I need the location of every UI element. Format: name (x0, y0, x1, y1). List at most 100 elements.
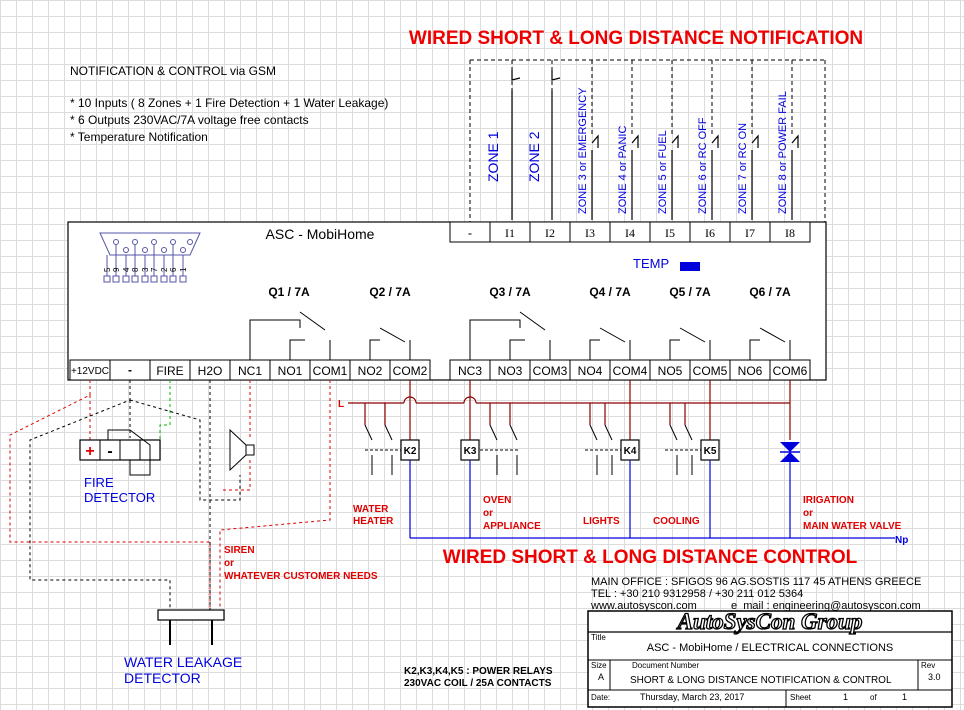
relay-label: Q1 / 7A (268, 285, 310, 299)
zone-label: ZONE 6 or RC OFF (697, 117, 709, 214)
sensor-wiring (9, 380, 331, 610)
fire-plus-label: + (85, 443, 94, 460)
tb-date-label: Date: (591, 693, 610, 702)
water-detector-label: DETECTOR (124, 670, 201, 686)
siren-label: SIREN (224, 545, 255, 556)
office-email: e_mail : engineering@autosyscon.com (731, 600, 921, 612)
terminal-label: - (128, 363, 132, 377)
tb-sheet-label: Sheet (790, 693, 812, 702)
zone-label: ZONE 5 or FUEL (657, 130, 669, 214)
mobihome-device (67, 221, 827, 381)
relay-label: Q5 / 7A (669, 285, 711, 299)
feature-line: * 6 Outputs 230VAC/7A voltage free conta… (70, 113, 309, 127)
office-tel: TEL : +30 210 9312958 / +30 211 012 5364 (591, 588, 803, 600)
tb-sheets: 1 (902, 692, 907, 702)
load-label-oven: or (483, 508, 493, 519)
title-block: AutoSysCon Group Title Size Document Num… (587, 608, 953, 708)
zone-label: ZONE 7 or RC ON (737, 123, 749, 214)
office-web: www.autosyscon.com (590, 600, 697, 612)
db9-pin-label: 5 (103, 267, 112, 272)
siren-icon (229, 428, 255, 472)
load-label-irrigation: IRIGATION (803, 495, 854, 506)
tb-rev-label: Rev (921, 661, 935, 670)
siren-label: or (224, 558, 234, 569)
terminal-label: I3 (585, 226, 595, 240)
office-address: MAIN OFFICE : SFIGOS 96 AG.SOSTIS 117 45… (591, 576, 921, 588)
notification-title: WIRED SHORT & LONG DISTANCE NOTIFICATION (409, 28, 863, 49)
relay-note: 230VAC COIL / 25A CONTACTS (404, 678, 552, 689)
tb-docnum: SHORT & LONG DISTANCE NOTIFICATION & CON… (630, 675, 892, 686)
zone-label: ZONE 4 or PANIC (617, 126, 629, 214)
load-label-oven: OVEN (483, 495, 511, 506)
contactor-contacts (364, 424, 702, 475)
water-detector-label: WATER LEAKAGE (124, 654, 242, 670)
load-label-water-heater: HEATER (353, 516, 394, 527)
terminal-label: COM3 (533, 364, 568, 378)
terminal-label: FIRE (156, 364, 183, 378)
device-name: ASC - MobiHome (266, 226, 375, 242)
fire-minus-label: - (107, 443, 112, 460)
db9-pin-label: 7 (150, 267, 159, 272)
fire-detector: + - (79, 429, 161, 476)
db9-pin-label: 6 (169, 267, 178, 272)
feature-line: * 10 Inputs ( 8 Zones + 1 Fire Detection… (70, 96, 388, 110)
terminal-label: NO5 (658, 364, 683, 378)
tb-date: Thursday, March 23, 2017 (640, 692, 744, 702)
top-terminal-strip: - I1 I2 I3 I4 I5 I6 I7 I8 (449, 221, 811, 243)
neutral-bus (409, 460, 895, 539)
terminal-label: COM2 (393, 364, 428, 378)
fire-detector-label: FIRE (84, 475, 114, 490)
contactors: K2 K3 K4 K5 (400, 439, 720, 461)
zone-contacts (511, 70, 799, 220)
tb-sheet: 1 (843, 692, 848, 702)
db9-connector: 5 9 4 8 3 7 2 6 1 (99, 232, 201, 283)
terminal-label: NC1 (238, 364, 262, 378)
line-bus (348, 380, 791, 440)
terminal-label: I7 (745, 226, 755, 240)
db9-pin-label: 1 (179, 267, 188, 272)
load-label-oven: APPLIANCE (483, 521, 541, 532)
tb-title-label: Title (591, 633, 606, 642)
zone-label: ZONE 8 or POWER FAIL (777, 91, 789, 214)
terminal-label: NO6 (738, 364, 763, 378)
terminal-label: COM6 (773, 364, 808, 378)
terminal-label: COM1 (313, 364, 348, 378)
features-heading: NOTIFICATION & CONTROL via GSM (70, 64, 276, 78)
db9-pin-label: 9 (112, 267, 121, 272)
bottom-terminal-strip: +12VDC - FIRE H2O NC1 NO1 COM1 NO2 COM2 … (69, 359, 811, 381)
terminal-label: NO2 (358, 364, 383, 378)
terminal-label: NO3 (498, 364, 523, 378)
water-leakage-detector (157, 609, 225, 645)
zone-label: ZONE 3 or EMERGENCY (577, 87, 589, 214)
zone-inputs (469, 59, 826, 222)
load-label-water-heater: WATER (353, 504, 389, 515)
feature-line: * Temperature Notification (70, 130, 208, 144)
terminal-label: I2 (545, 226, 555, 240)
terminal-label: NO4 (578, 364, 603, 378)
siren-label: WHATEVER CUSTOMER NEEDS (224, 571, 378, 582)
db9-pin-label: 8 (131, 267, 140, 272)
terminal-label: I8 (785, 226, 795, 240)
zone-label: ZONE 2 (526, 131, 542, 182)
relay-label: Q2 / 7A (369, 285, 411, 299)
fire-detector-label: DETECTOR (84, 490, 155, 505)
relay-note: K2,K3,K4,K5 : POWER RELAYS (404, 666, 553, 677)
contactor-label: K3 (464, 446, 477, 457)
db9-pin-label: 2 (160, 267, 169, 272)
contactor-label: K5 (704, 446, 717, 457)
terminal-label: I6 (705, 226, 715, 240)
tb-rev: 3.0 (928, 672, 941, 682)
solenoid-valve-icon (780, 442, 800, 462)
terminal-label: H2O (198, 364, 223, 378)
terminal-label: COM4 (613, 364, 648, 378)
tb-title: ASC - MobiHome / ELECTRICAL CONNECTIONS (647, 642, 894, 654)
temp-sensor-icon (680, 262, 700, 271)
db9-pin-label: 3 (141, 267, 150, 272)
load-label-lights: LIGHTS (583, 516, 620, 527)
neutral-label: Np (895, 535, 908, 546)
terminal-label: NO1 (278, 364, 303, 378)
terminal-label: - (468, 226, 472, 240)
db9-pin-label: 4 (122, 267, 131, 272)
terminal-label: I5 (665, 226, 675, 240)
